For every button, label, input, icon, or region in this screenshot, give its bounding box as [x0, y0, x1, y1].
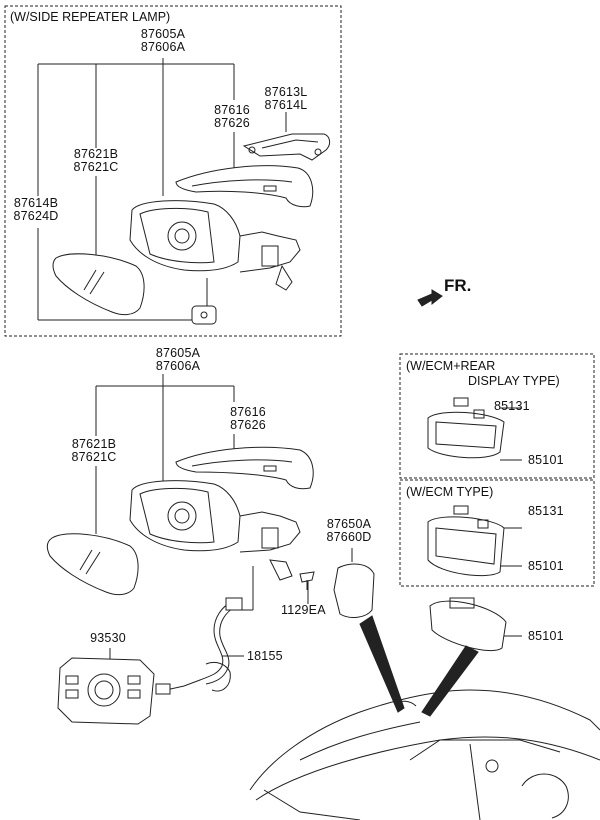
top-glass-label-1: 87621B — [73, 147, 119, 161]
top-motor-label-1: 87614B — [13, 196, 59, 210]
middle-mirror-housing — [129, 480, 301, 581]
top-mirror-glass — [52, 253, 145, 316]
middle-mirror-assy-label-2: 87606A — [155, 359, 201, 373]
top-mirror-assy-label-1: 87605A — [140, 27, 186, 41]
vehicle-outline — [249, 689, 600, 820]
pointer-wedge-left — [359, 615, 405, 713]
top-scalp-cover — [175, 165, 314, 208]
ecm-rear-display-box-title-2: DISPLAY TYPE) — [468, 374, 560, 388]
top-repeater-lamp-label-1: 87613L — [264, 85, 308, 99]
ecm-rear-display-bulb-label: 85131 — [494, 399, 530, 413]
standard-inside-mirror-label: 85101 — [528, 629, 564, 643]
screw — [299, 571, 315, 590]
ecm-part-label: 85101 — [528, 559, 564, 573]
top-glass-label-2: 87621C — [73, 160, 119, 174]
middle-cover-label-1: 87650A — [326, 517, 372, 531]
top-mirror-assy-label-2: 87606A — [140, 40, 186, 54]
top-repeater-lamp-label-2: 87614L — [264, 98, 308, 112]
screw-label: 1129EA — [281, 603, 326, 617]
side-repeater-box-title: (W/SIDE REPEATER LAMP) — [10, 10, 171, 24]
inside-mirror-standard — [429, 597, 507, 652]
ecm-bulb-label: 85131 — [528, 504, 564, 518]
forward-label: FR. — [444, 276, 472, 295]
middle-scalp-cover — [175, 446, 314, 490]
ecm-box-title: (W/ECM TYPE) — [406, 485, 494, 499]
side-repeater-box — [4, 5, 342, 337]
forward-arrow-icon — [417, 289, 443, 307]
top-scalp-cover-label-2: 87626 — [214, 116, 250, 130]
inside-mirror-ecm — [427, 505, 505, 577]
top-scalp-cover-label-1: 87616 — [214, 103, 250, 117]
ecm-rear-display-box — [399, 353, 595, 479]
pointer-wedge-right — [421, 645, 479, 717]
top-repeater-lamp — [242, 133, 331, 161]
harness-label: 18155 — [247, 649, 283, 663]
middle-mirror-assy-label-1: 87605A — [155, 346, 201, 360]
middle-scalp-cover-label-2: 87626 — [230, 418, 266, 432]
top-mirror-housing — [129, 200, 301, 291]
middle-cover-label-2: 87660D — [326, 530, 372, 544]
inside-mirror-ecm-rear-display — [427, 397, 505, 459]
ecm-box — [399, 479, 595, 587]
top-motor-label-2: 87624D — [13, 209, 59, 223]
top-motor — [191, 305, 217, 325]
ecm-rear-display-part-label: 85101 — [528, 453, 564, 467]
top-leader-lines — [37, 58, 287, 321]
wiring-harness — [155, 597, 243, 695]
ecm-rear-display-box-title-1: (W/ECM+REAR — [406, 359, 496, 373]
middle-scalp-cover-label-1: 87616 — [230, 405, 266, 419]
middle-glass-label-1: 87621B — [71, 437, 117, 451]
mirror-switch — [57, 657, 155, 725]
mirror-cover — [333, 563, 375, 618]
switch-label: 93530 — [90, 631, 126, 645]
middle-glass-label-2: 87621C — [71, 450, 117, 464]
middle-mirror-glass — [46, 533, 139, 596]
